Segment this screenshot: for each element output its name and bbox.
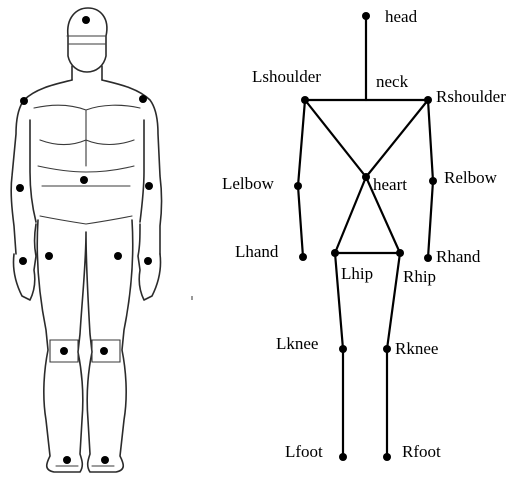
label-lhand: Lhand xyxy=(235,242,279,261)
marker-right-shoulder xyxy=(139,95,147,103)
label-lshoulder: Lshoulder xyxy=(252,67,321,86)
human-figure-drawing xyxy=(11,8,161,472)
label-lknee: Lknee xyxy=(276,334,318,353)
joint-head xyxy=(362,12,370,20)
joint-lknee xyxy=(339,345,347,353)
figure-headband xyxy=(67,36,106,44)
label-rknee: Rknee xyxy=(395,339,438,358)
joint-rfoot xyxy=(383,453,391,461)
stray-mark xyxy=(191,296,193,300)
bone-rshoulder-heart xyxy=(366,100,428,177)
marker-left-hip xyxy=(45,252,53,260)
figure-torso-outline xyxy=(11,80,161,254)
marker-head xyxy=(82,16,90,24)
label-neck: neck xyxy=(376,72,409,91)
marker-left-elbow xyxy=(16,184,24,192)
bone-rhip-rknee xyxy=(387,253,400,349)
bone-lelbow-lhand xyxy=(298,186,303,257)
marker-right-elbow xyxy=(145,182,153,190)
label-head: head xyxy=(385,7,418,26)
label-rhip: Rhip xyxy=(403,267,436,286)
joint-lhand xyxy=(299,253,307,261)
label-lelbow: Lelbow xyxy=(222,174,275,193)
label-heart: heart xyxy=(373,175,407,194)
joint-rknee xyxy=(383,345,391,353)
bone-rshoulder-relbow xyxy=(428,100,433,181)
joint-rhand xyxy=(424,254,432,262)
joint-lelbow xyxy=(294,182,302,190)
joint-lshoulder xyxy=(301,96,309,104)
marker-left-wrist xyxy=(19,257,27,265)
label-rshoulder: Rshoulder xyxy=(436,87,506,106)
bone-lshoulder-lelbow xyxy=(298,100,305,186)
marker-left-knee xyxy=(60,347,68,355)
marker-right-hip xyxy=(114,252,122,260)
figure-abdomen xyxy=(38,166,134,224)
joint-heart xyxy=(362,173,370,181)
marker-right-wrist xyxy=(144,257,152,265)
bone-relbow-rhand xyxy=(428,181,433,258)
joint-rshoulder xyxy=(424,96,432,104)
label-lhip: Lhip xyxy=(341,264,373,283)
marker-left-shoulder xyxy=(20,97,28,105)
label-rfoot: Rfoot xyxy=(402,442,441,461)
figure-chest xyxy=(34,105,140,166)
marker-left-foot xyxy=(63,456,71,464)
marker-right-foot xyxy=(101,456,109,464)
joint-rhip xyxy=(396,249,404,257)
marker-chest xyxy=(80,176,88,184)
joint-lhip xyxy=(331,249,339,257)
joint-relbow xyxy=(429,177,437,185)
label-relbow: Relbow xyxy=(444,168,498,187)
skeleton-graph: head Lshoulder neck Rshoulder Lelbow hea… xyxy=(222,7,506,461)
bone-lshoulder-heart xyxy=(305,100,366,177)
label-lfoot: Lfoot xyxy=(285,442,323,461)
bone-heart-lhip xyxy=(335,177,366,253)
marker-right-knee xyxy=(100,347,108,355)
figure-inner-arms xyxy=(30,120,144,222)
joint-lfoot xyxy=(339,453,347,461)
label-rhand: Rhand xyxy=(436,247,481,266)
